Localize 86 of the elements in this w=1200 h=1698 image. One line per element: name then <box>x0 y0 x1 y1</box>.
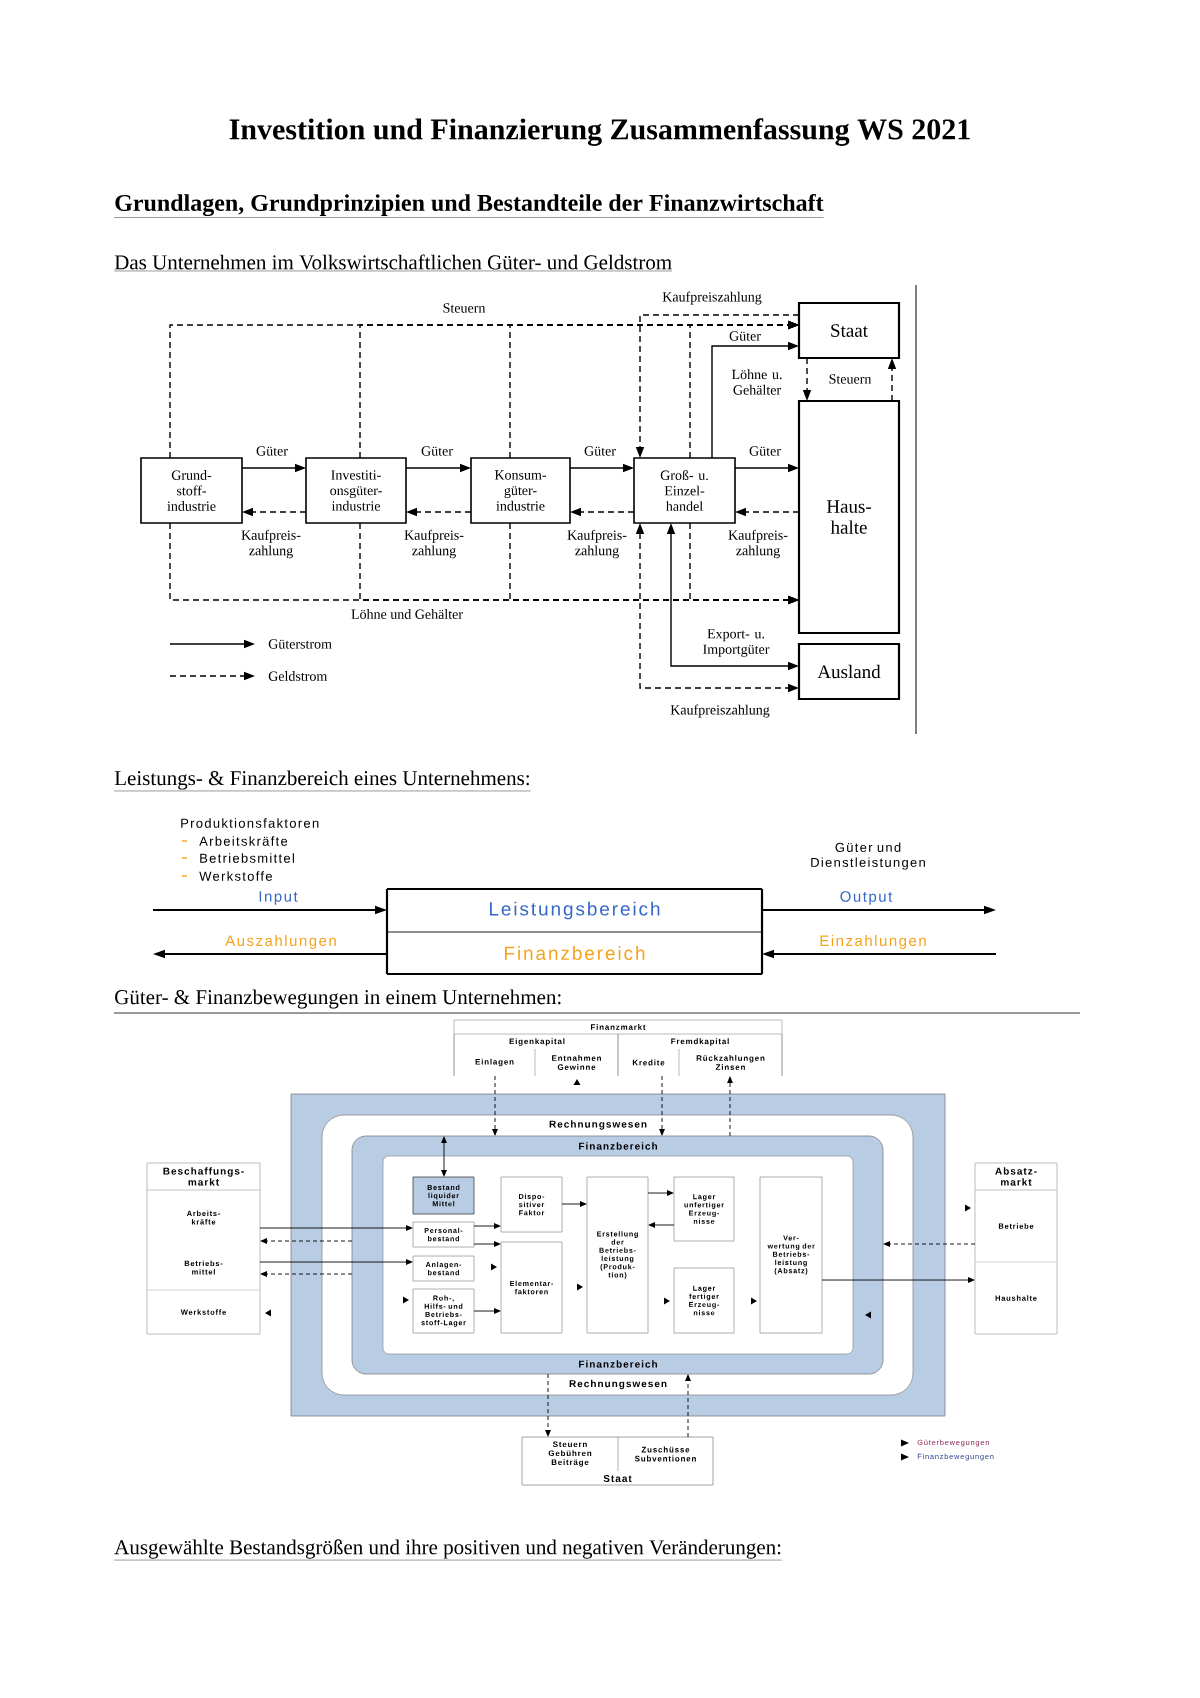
subheading: Ausgewählte Bestandsgrößen und ihre positiven und negativen Veränderungen: <box>114 1539 783 1561</box>
arrow <box>883 1241 976 1247</box>
arrow <box>241 463 306 473</box>
legend-label: Geldstrom <box>268 671 328 681</box>
sector-box: Konsum- güter- industrie <box>470 457 571 524</box>
sector-box: Groß- u. Einzel- handel <box>633 457 736 524</box>
arrow <box>242 507 307 517</box>
entry-label: Rückzahlungen Zinsen <box>696 1055 765 1070</box>
arrow <box>648 1222 675 1228</box>
arrow <box>545 1373 551 1437</box>
arrow <box>727 1076 733 1137</box>
edge-label: Steuern <box>441 302 487 314</box>
edge-label: Güter <box>748 445 782 457</box>
arrow <box>711 341 799 459</box>
area-box: Finanzbereich <box>385 932 764 976</box>
sector-box: Haus- halte <box>797 399 901 635</box>
arrow <box>666 523 799 671</box>
arrow <box>570 507 635 517</box>
table-cell: Kredite <box>632 1048 680 1077</box>
edge-label: Löhne u. Gehälter <box>723 368 791 396</box>
edge-label: Steuern <box>827 373 873 385</box>
arrow <box>441 1136 447 1177</box>
sector-box: Grund- stoff- industrie <box>140 457 243 524</box>
edge-label: Auszahlungen <box>224 934 338 950</box>
sector-box: Investiti- onsgüter- industrie <box>305 457 407 524</box>
arrow <box>473 1308 501 1314</box>
edge-label: Güter <box>583 445 617 457</box>
arrow <box>821 1277 975 1283</box>
arrow <box>406 507 472 517</box>
edge-label: Input <box>257 890 299 906</box>
list-item: Arbeitskräfte <box>199 836 288 846</box>
arrow <box>259 1225 413 1231</box>
edge-label: Kaufpreis- zahlung <box>235 528 307 560</box>
arrow <box>153 905 387 915</box>
arrow <box>735 507 800 517</box>
list-item: Betriebsmittel <box>200 853 294 863</box>
note: Güter und Dienstleistungen <box>811 842 925 870</box>
arrow <box>635 314 800 458</box>
title: Investition und Finanzierung Zusammenfassung WS 2021 <box>229 118 970 146</box>
entry-label: Entnahmen Gewinne <box>552 1055 601 1070</box>
list-item: Werkstoffe <box>199 871 272 881</box>
subheading: Das Unternehmen im Volkswirtschaftlichen Güter- und Geldstrom <box>114 254 673 272</box>
arrow <box>492 1075 498 1136</box>
arrow <box>153 949 387 959</box>
edge-label: Kaufpreis- zahlung <box>398 528 470 560</box>
area-box: Leistungsbereich <box>385 887 764 933</box>
arrow <box>561 1201 587 1207</box>
arrow <box>887 358 897 402</box>
subheading: Leistungs- & Finanzbereich eines Unternehmens: <box>114 770 531 792</box>
table-cell: Einlagen <box>475 1048 536 1077</box>
edge-label: Güter <box>728 330 762 342</box>
edge-label: Einzahlungen <box>818 934 928 950</box>
arrow <box>635 523 799 693</box>
subheading: Güter- & Finanzbewegungen in einem Unternehmen: <box>115 989 561 1009</box>
sector-box: Staat <box>797 301 901 360</box>
arrow <box>405 463 471 473</box>
arrow <box>647 1190 674 1196</box>
arrow <box>473 1223 501 1229</box>
arrow <box>259 1259 413 1265</box>
arrow <box>260 1238 353 1244</box>
edge-label: Export- u. Importgüter <box>693 628 779 658</box>
list-heading: Produktionsfaktoren <box>181 818 319 828</box>
arrow <box>685 1374 691 1438</box>
entry-label: Zuschüsse Subventionen <box>634 1446 696 1462</box>
edge-label: Güter <box>420 445 454 457</box>
arrow <box>569 463 634 473</box>
edge-label: Kaufpreiszahlung <box>669 703 771 719</box>
edge-label: Güter <box>255 445 289 457</box>
edge-label: Löhne und Gehälter <box>350 608 464 620</box>
arrow <box>762 905 996 915</box>
arrow <box>260 1271 353 1277</box>
arrow <box>659 1075 665 1136</box>
arrow <box>689 320 799 459</box>
sector-box: Ausland <box>797 642 901 701</box>
table-cell: Steuern Gebühren Beiträge <box>548 1436 619 1472</box>
edge-label: Kaufpreiszahlung <box>661 290 763 306</box>
edge-label: Kaufpreis- zahlung <box>561 528 633 560</box>
arrow <box>734 463 799 473</box>
arrow <box>802 357 812 401</box>
legend-label: Güterstrom <box>268 639 332 649</box>
section-heading: Grundlagen, Grundprinzipien und Bestandteile der Finanzwirtschaft <box>114 193 824 218</box>
edge-label: Output <box>838 890 894 906</box>
arrow <box>762 949 996 959</box>
arrow <box>689 522 799 605</box>
arrow <box>473 1241 501 1247</box>
edge-label: Kaufpreis- zahlung <box>722 528 794 560</box>
